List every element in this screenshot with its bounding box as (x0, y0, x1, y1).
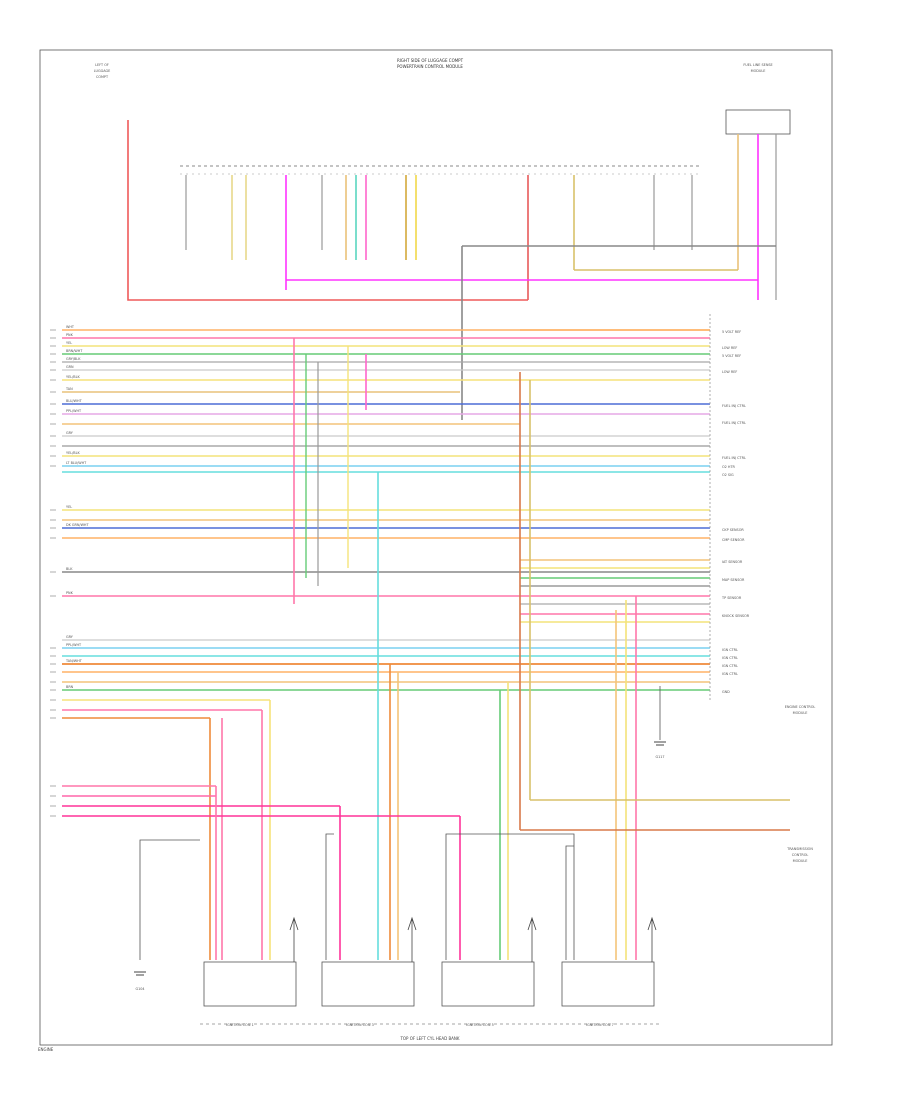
bottom-caption: TOP OF LEFT CYL HEAD BANK (399, 1036, 459, 1041)
ground-symbol-left (134, 971, 146, 976)
svg-text:CMP SENSOR: CMP SENSOR (722, 538, 745, 542)
ground-label-1: G104 (135, 987, 144, 991)
svg-text:BLU/WHT: BLU/WHT (66, 399, 83, 403)
svg-text:LOW REF: LOW REF (722, 346, 737, 350)
ground-wire-coil5 (445, 833, 575, 960)
svg-text:5 VOLT REF: 5 VOLT REF (722, 330, 741, 334)
left-pin-ticks (50, 329, 56, 817)
coil-1-label: IGNITION COIL 1 (226, 1023, 254, 1027)
right-pin-labels: 5 VOLT REF LOW REF 5 VOLT REF LOW REF FU… (721, 330, 750, 694)
ecm-title-2: MODULE (793, 711, 808, 715)
top-title-line-1: RIGHT SIDE OF LUGGAGE COMPT (397, 58, 464, 63)
svg-text:GRY: GRY (66, 431, 74, 435)
svg-text:WHT: WHT (66, 325, 75, 329)
ignition-coil-7-box (561, 961, 655, 1007)
ignition-coil-1-box (203, 961, 297, 1007)
svg-text:YEL/BLK: YEL/BLK (66, 451, 80, 455)
vertical-drops (209, 338, 637, 960)
top-title-line-2: POWERTRAIN CONTROL MODULE (397, 64, 463, 69)
lower-wire-bus (62, 639, 710, 719)
svg-text:IGN CTRL: IGN CTRL (722, 648, 738, 652)
top-vertical-wires (185, 134, 777, 300)
tcm-title-1: TRANSMISSION (786, 847, 813, 851)
ground-symbol-ecm (654, 741, 666, 746)
svg-text:TAN/WHT: TAN/WHT (65, 659, 83, 663)
main-wire-bus (62, 329, 710, 597)
page-label: ENGINE (38, 1047, 54, 1052)
svg-text:PNK: PNK (66, 591, 74, 595)
svg-text:FUEL INJ CTRL: FUEL INJ CTRL (722, 404, 746, 408)
ignition-coil-5-box (441, 961, 535, 1007)
ignition-coil-3-box (321, 961, 415, 1007)
gray-wire-top (461, 245, 776, 420)
svg-text:PPL/WHT: PPL/WHT (66, 409, 82, 413)
svg-text:BLK: BLK (66, 567, 73, 571)
svg-text:KNOCK SENSOR: KNOCK SENSOR (722, 614, 750, 618)
tcm-title-2: CONTROL (792, 853, 809, 857)
top-left-title-1: LEFT OF (95, 63, 109, 67)
coil-5-label: IGNITION COIL 5 (466, 1023, 494, 1027)
svg-text:O2 SIG: O2 SIG (722, 473, 734, 477)
svg-text:GRY: GRY (66, 635, 74, 639)
svg-text:MAP SENSOR: MAP SENSOR (722, 578, 745, 582)
tcm-title-3: MODULE (793, 859, 808, 863)
svg-text:5 VOLT REF: 5 VOLT REF (722, 354, 741, 358)
ground-wire-coil7 (565, 845, 574, 960)
coil-7-label: IGNITION COIL 7 (586, 1023, 614, 1027)
coil-feed-wires (62, 785, 461, 960)
top-left-title-2: LUGGAGE (94, 69, 111, 73)
ground-wire-left (139, 839, 200, 960)
top-right-module-box (725, 109, 791, 135)
spark-plug-icons (289, 916, 657, 962)
svg-text:LT BLU/WHT: LT BLU/WHT (66, 461, 87, 465)
svg-text:IGN CTRL: IGN CTRL (722, 672, 738, 676)
svg-text:GRN: GRN (66, 365, 74, 369)
top-right-title-2: MODULE (751, 69, 766, 73)
svg-text:TP SENSOR: TP SENSOR (721, 596, 742, 600)
svg-text:BRN/WHT: BRN/WHT (66, 349, 83, 353)
svg-text:IAT SENSOR: IAT SENSOR (722, 560, 743, 564)
svg-text:TAN: TAN (65, 387, 73, 391)
svg-text:YEL: YEL (66, 341, 72, 345)
svg-text:PPL/WHT: PPL/WHT (66, 643, 82, 647)
top-left-title-3: COMPT (96, 75, 109, 79)
svg-text:LOW REF: LOW REF (722, 370, 737, 374)
red-wire-top-left (127, 120, 528, 301)
svg-text:DK GRN/WHT: DK GRN/WHT (66, 523, 89, 527)
coil-3-label: IGNITION COIL 3 (346, 1023, 374, 1027)
diagram-border (39, 49, 833, 1046)
ecm-title-1: ENGINE CONTROL (785, 705, 816, 709)
svg-text:FUEL INJ CTRL: FUEL INJ CTRL (722, 421, 746, 425)
svg-text:YEL/BLK: YEL/BLK (66, 375, 80, 379)
svg-text:O2 HTR: O2 HTR (722, 465, 736, 469)
svg-text:GRY/BLK: GRY/BLK (66, 357, 81, 361)
top-right-title-1: FUEL LINE SENSE (743, 63, 772, 67)
right-pin-wires (520, 329, 710, 623)
svg-text:PNK: PNK (66, 333, 74, 337)
svg-text:YEL: YEL (66, 505, 72, 509)
svg-text:BRN: BRN (66, 685, 74, 689)
left-wire-labels: WHT PNK YEL BRN/WHT GRY/BLK GRN YEL/BLK … (65, 325, 89, 689)
svg-text:IGN CTRL: IGN CTRL (722, 656, 738, 660)
ground-wire-coil3 (325, 833, 334, 960)
svg-text:GND: GND (722, 690, 730, 694)
ground-label-2: G117 (655, 755, 664, 759)
svg-text:CKP SENSOR: CKP SENSOR (722, 528, 744, 532)
svg-text:IGN CTRL: IGN CTRL (722, 664, 738, 668)
svg-text:FUEL INJ CTRL: FUEL INJ CTRL (722, 456, 746, 460)
